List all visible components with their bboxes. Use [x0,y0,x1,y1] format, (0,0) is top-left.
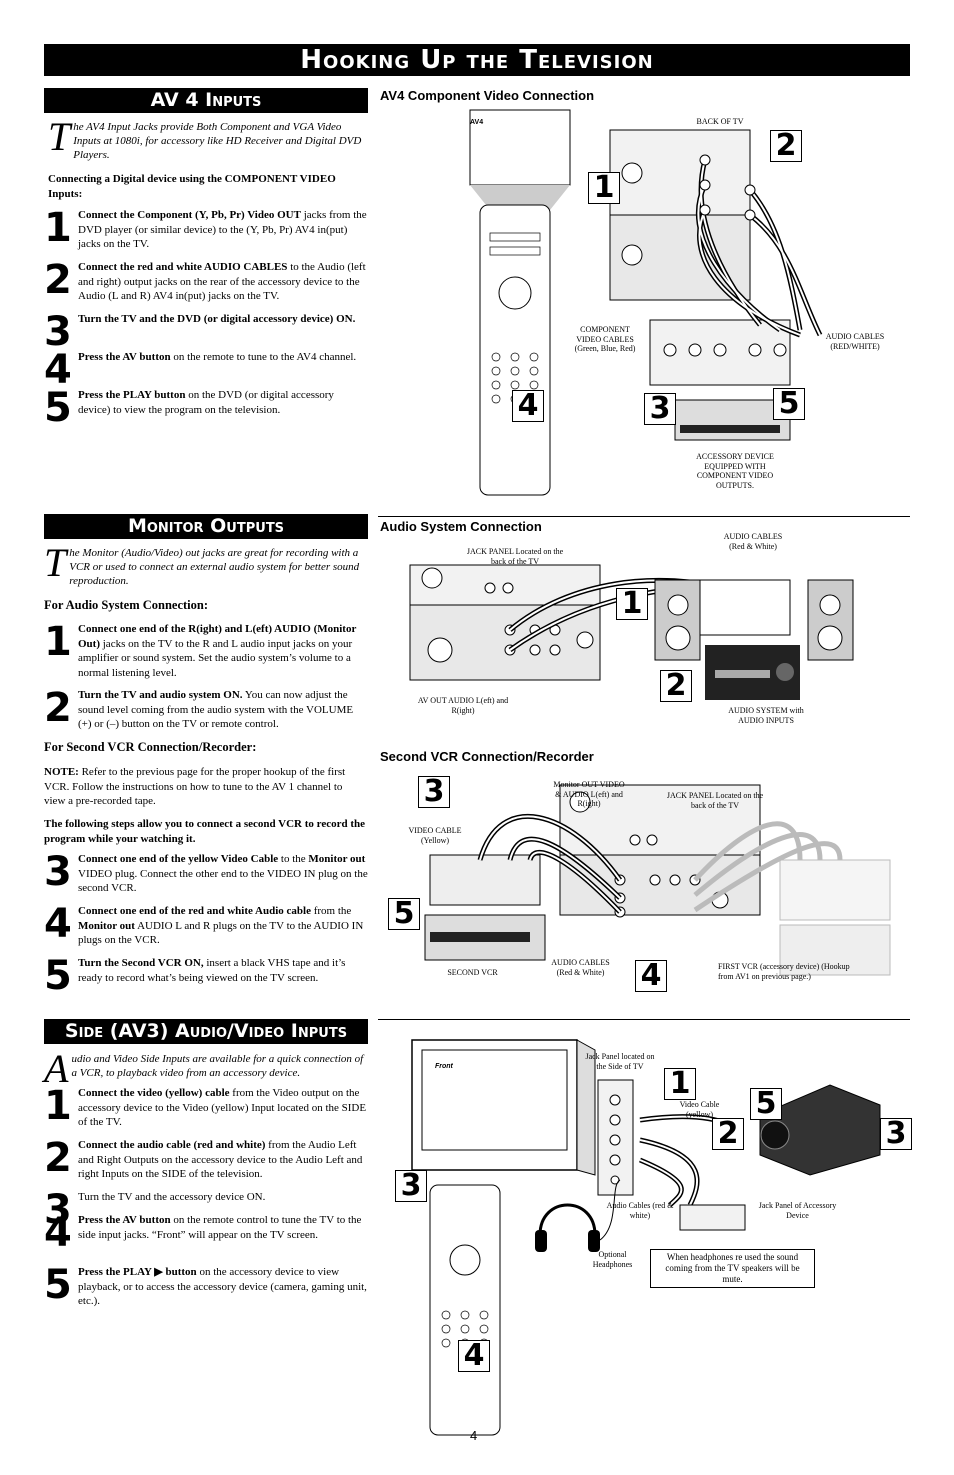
audio-jack-panel-label: JACK PANEL Located on the back of the TV [466,547,564,566]
drop-cap: T [44,540,67,585]
jack-panel-side-label: Jack Panel located on the Side of TV [585,1052,655,1071]
intro-text: he AV4 Input Jacks provide Both Componen… [73,121,362,161]
vcr-audio-cables-label: AUDIO CABLES (Red & White) [551,958,610,977]
side-heading: Side (AV3) Audio/Video Inputs [44,1019,368,1044]
accessory-label: ACCESSORY DEVICE EQUIPPED WITH COMPONENT… [696,452,774,490]
av-out-label: AV OUT AUDIO L(eft) and R(ight) [417,696,509,715]
callout-5: 5 [388,898,420,930]
callout-3: 3 [395,1170,427,1202]
callout-2: 2 [770,130,802,162]
note: NOTE: Refer to the previous page for the… [44,766,346,807]
side-diagram [411,1039,881,1436]
vcr-diagram [424,784,891,976]
audio-cables-label: AUDIO CABLES (Red & White) [723,532,783,551]
audio-subheading: For Audio System Connection: [44,598,209,612]
av4-subheading: Connecting a Digital device using the CO… [48,173,336,200]
component-cables-label: COMPONENT VIDEO CABLES (Green, Blue, Red… [574,325,636,353]
video-cable-label: VIDEO CABLE (Yellow) [408,826,462,845]
callout-4: 4 [458,1340,490,1372]
drop-cap: T [48,114,71,159]
front-screen-label: Front [435,1063,453,1070]
divider [378,1019,910,1020]
headphones-label: Optional Headphones [592,1250,633,1269]
following-text: The following steps allow you to connect… [44,818,366,845]
audio-diagram [409,564,854,700]
callout-3: 3 [880,1118,912,1150]
intro-text: udio and Video Side Inputs are available… [71,1053,364,1079]
divider [378,516,910,517]
av4-heading: AV 4 Inputs [44,88,368,113]
second-vcr-label: SECOND VCR [447,968,498,977]
av4-figure-title: AV4 Component Video Connection [380,88,595,103]
callout-1: 1 [588,172,620,204]
headphone-note: When headphones re used the sound coming… [650,1249,815,1288]
callout-1: 1 [664,1068,696,1100]
callout-5: 5 [773,388,805,420]
audio-cables-label: Audio Cables (red & white) [606,1201,674,1220]
callout-1: 1 [616,588,648,620]
monitor-out-label: Monitor OUT VIDEO & AUDIO L(eft) and R(i… [553,780,625,808]
av4-screen-label: AV4 [470,119,484,126]
page-number: 4 [470,1428,478,1443]
page-title: Hooking Up the Television [44,44,910,76]
jack-panel-accessory-label: Jack Panel of Accessory Device [758,1201,837,1220]
first-vcr-label: FIRST VCR (accessory device) (Hookup fro… [718,962,850,981]
back-of-tv-label: BACK OF TV [696,117,744,126]
callout-3: 3 [644,393,676,425]
callout-4: 4 [512,390,544,422]
callout-2: 2 [660,670,692,702]
drop-cap: A [44,1046,69,1091]
callout-2: 2 [712,1118,744,1150]
vcr-subheading: For Second VCR Connection/Recorder: [44,740,257,754]
callout-3: 3 [418,776,450,808]
vcr-jack-panel-label: JACK PANEL Located on the back of the TV [666,791,764,810]
av4-diagram [469,109,823,496]
monitor-heading: Monitor Outputs [44,514,368,539]
intro-text: he Monitor (Audio/Video) out jacks are g… [69,547,360,587]
vcr-figure-title: Second VCR Connection/Recorder [380,749,594,764]
video-cable-label: Video Cable (yellow) [679,1100,720,1119]
audio-figure-title: Audio System Connection [380,519,542,534]
audio-cables-label: AUDIO CABLES (RED/WHITE) [825,332,885,351]
audio-system-label: AUDIO SYSTEM with AUDIO INPUTS [728,706,804,725]
callout-4: 4 [635,960,667,992]
callout-5: 5 [750,1088,782,1120]
